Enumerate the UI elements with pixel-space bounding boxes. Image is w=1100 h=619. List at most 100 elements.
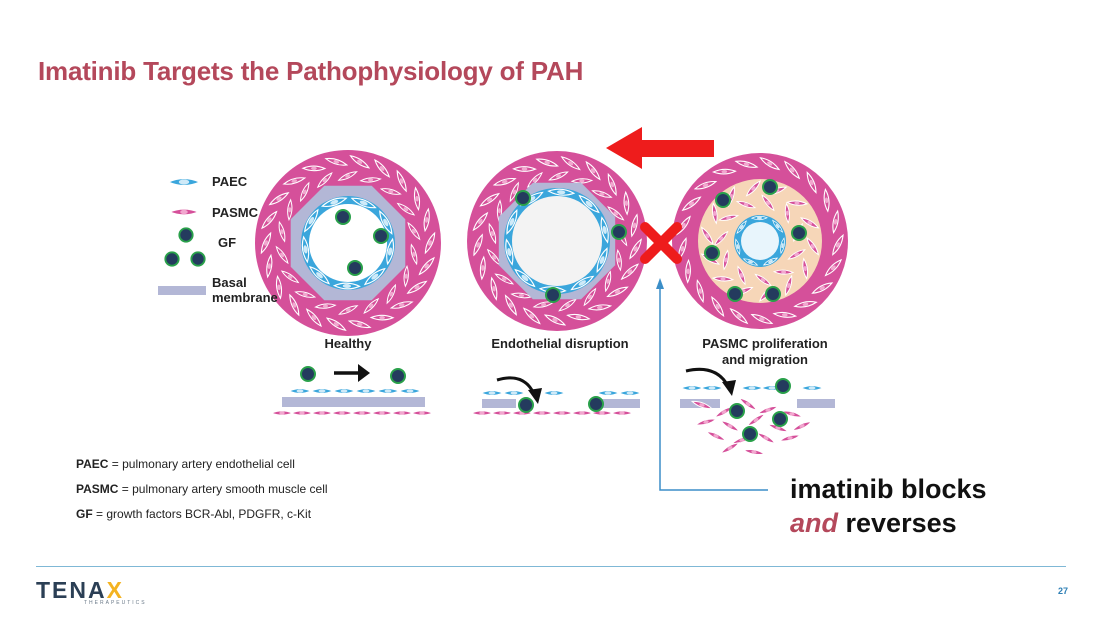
definition-term: GF <box>76 507 93 521</box>
strip-smooth-muscle-cell <box>791 419 813 433</box>
proliferation-strip-cell-cluster <box>681 385 823 457</box>
strip-smooth-muscle-cell <box>778 432 802 444</box>
logo-x-mark: X <box>106 577 124 603</box>
strip-smooth-muscle-cell <box>470 410 494 416</box>
strip-smooth-muscle-cell <box>490 410 514 416</box>
disruption-strip-smc-layer <box>470 410 634 416</box>
block-x-icon <box>640 222 682 264</box>
healthy-strip-membrane <box>282 397 425 407</box>
healthy-strip-gf-dot <box>300 366 316 382</box>
definition-text: = pulmonary artery endothelial cell <box>108 457 295 471</box>
strip-smooth-muscle-cell <box>330 410 354 416</box>
proliferation-strip <box>680 367 835 457</box>
strip-endothelial-cell <box>597 390 619 396</box>
strip-endothelial-cell <box>681 385 703 391</box>
page-title: Imatinib Targets the Pathophysiology of … <box>38 56 584 86</box>
strip-smooth-muscle-cell <box>570 410 594 416</box>
strip-endothelial-cell <box>333 388 355 394</box>
proliferation-gf-dot <box>762 179 778 195</box>
strip-smooth-muscle-cell <box>610 410 634 416</box>
strip-smooth-muscle-cell <box>290 410 314 416</box>
proliferation-strip-arrow <box>685 367 736 396</box>
disruption-strip-gf-dot <box>518 397 534 413</box>
strip-endothelial-cell <box>801 385 823 391</box>
definition-gf: GF = growth factors BCR-Abl, PDGFR, c-Ki… <box>76 507 311 521</box>
legend <box>158 177 206 295</box>
disruption-strip-membrane <box>600 399 640 408</box>
strip-smooth-muscle-cell <box>350 410 374 416</box>
company-logo: TENAX THERAPEUTICS <box>36 578 147 606</box>
strip-smooth-muscle-cell <box>719 418 741 434</box>
disruption-gf-dot <box>515 190 531 206</box>
proliferation-gf-dot <box>727 286 743 302</box>
disruption-gf-dot <box>611 224 627 240</box>
smooth-muscle-cell <box>370 314 394 321</box>
healthy-gf-dot <box>335 209 351 225</box>
definition-term: PAEC <box>76 457 109 471</box>
proliferation-caption: PASMC proliferation and migration <box>680 336 850 368</box>
healthy-gf-dot <box>347 260 363 276</box>
proliferation-gf-dot <box>715 192 731 208</box>
legend-basal-line2: membrane <box>212 290 278 305</box>
proliferation-strip-gf-dot <box>772 411 788 427</box>
strip-endothelial-cell <box>399 388 421 394</box>
strip-endothelial-cell <box>289 388 311 394</box>
proliferation-gf-dot <box>765 286 781 302</box>
strip-smooth-muscle-cell <box>694 416 718 428</box>
strip-endothelial-cell <box>377 388 399 394</box>
strip-endothelial-cell <box>741 385 763 391</box>
logo-wordmark: TENAX <box>36 578 147 602</box>
proliferation-gf-dot <box>791 225 807 241</box>
strip-smooth-muscle-cell <box>270 410 294 416</box>
page-number: 27 <box>1058 586 1069 596</box>
healthy-strip-arrow <box>334 364 370 382</box>
strip-smooth-muscle-cell <box>755 430 777 446</box>
definition-paec: PAEC = pulmonary artery endothelial cell <box>76 457 295 471</box>
proliferation-caption-line1: PASMC proliferation <box>702 336 828 351</box>
legend-paec-icon <box>167 177 201 187</box>
definition-text: = growth factors BCR-Abl, PDGFR, c-Kit <box>92 507 312 521</box>
healthy-artery <box>255 150 441 336</box>
legend-gf-icon <box>178 227 194 243</box>
legend-gf-label: GF <box>218 235 237 250</box>
strip-smooth-muscle-cell <box>530 410 554 416</box>
callout-rest: reverses <box>838 508 957 538</box>
proliferation-gf-dot <box>704 245 720 261</box>
callout-emphasis: and <box>790 508 839 538</box>
legend-pasmc-label: PASMC <box>212 205 258 220</box>
reverse-arrow <box>606 127 714 169</box>
disruption-strip-membrane <box>482 399 516 408</box>
callout-line1: imatinib blocks <box>790 474 987 504</box>
logo-subtitle: THERAPEUTICS <box>84 600 147 606</box>
proliferation-strip-gf-dot <box>729 403 745 419</box>
disruption-strip-gf-dot <box>588 396 604 412</box>
disruption-strip <box>470 376 641 416</box>
logo-main-text: TENA <box>36 577 107 603</box>
strip-endothelial-cell <box>481 390 503 396</box>
proliferation-artery <box>672 153 848 329</box>
footer-divider <box>36 566 1066 567</box>
healthy-strip-ec-layer <box>289 388 421 394</box>
healthy-strip-gf-dot <box>390 368 406 384</box>
healthy-gf-dot <box>373 228 389 244</box>
legend-gf-icon-2 <box>164 251 180 267</box>
legend-basal-line1: Basal <box>212 275 247 290</box>
smooth-muscle-cell <box>302 165 326 172</box>
strip-endothelial-cell <box>701 385 723 391</box>
disruption-lumen <box>512 196 602 286</box>
definition-pasmc: PASMC = pulmonary artery smooth muscle c… <box>76 482 328 496</box>
legend-basal-membrane-icon <box>158 286 206 295</box>
healthy-strip <box>270 364 434 416</box>
disruption-artery <box>467 151 647 331</box>
strip-smooth-muscle-cell <box>390 410 414 416</box>
healthy-caption: Healthy <box>324 336 372 351</box>
strip-smooth-muscle-cell <box>410 410 434 416</box>
legend-gf-icon-3 <box>190 251 206 267</box>
strip-smooth-muscle-cell <box>719 440 741 456</box>
strip-endothelial-cell <box>543 390 565 396</box>
strip-endothelial-cell <box>355 388 377 394</box>
strip-smooth-muscle-cell <box>745 411 767 429</box>
proliferation-strip-membrane <box>797 399 835 408</box>
disruption-strip-ec-layer <box>481 390 641 396</box>
